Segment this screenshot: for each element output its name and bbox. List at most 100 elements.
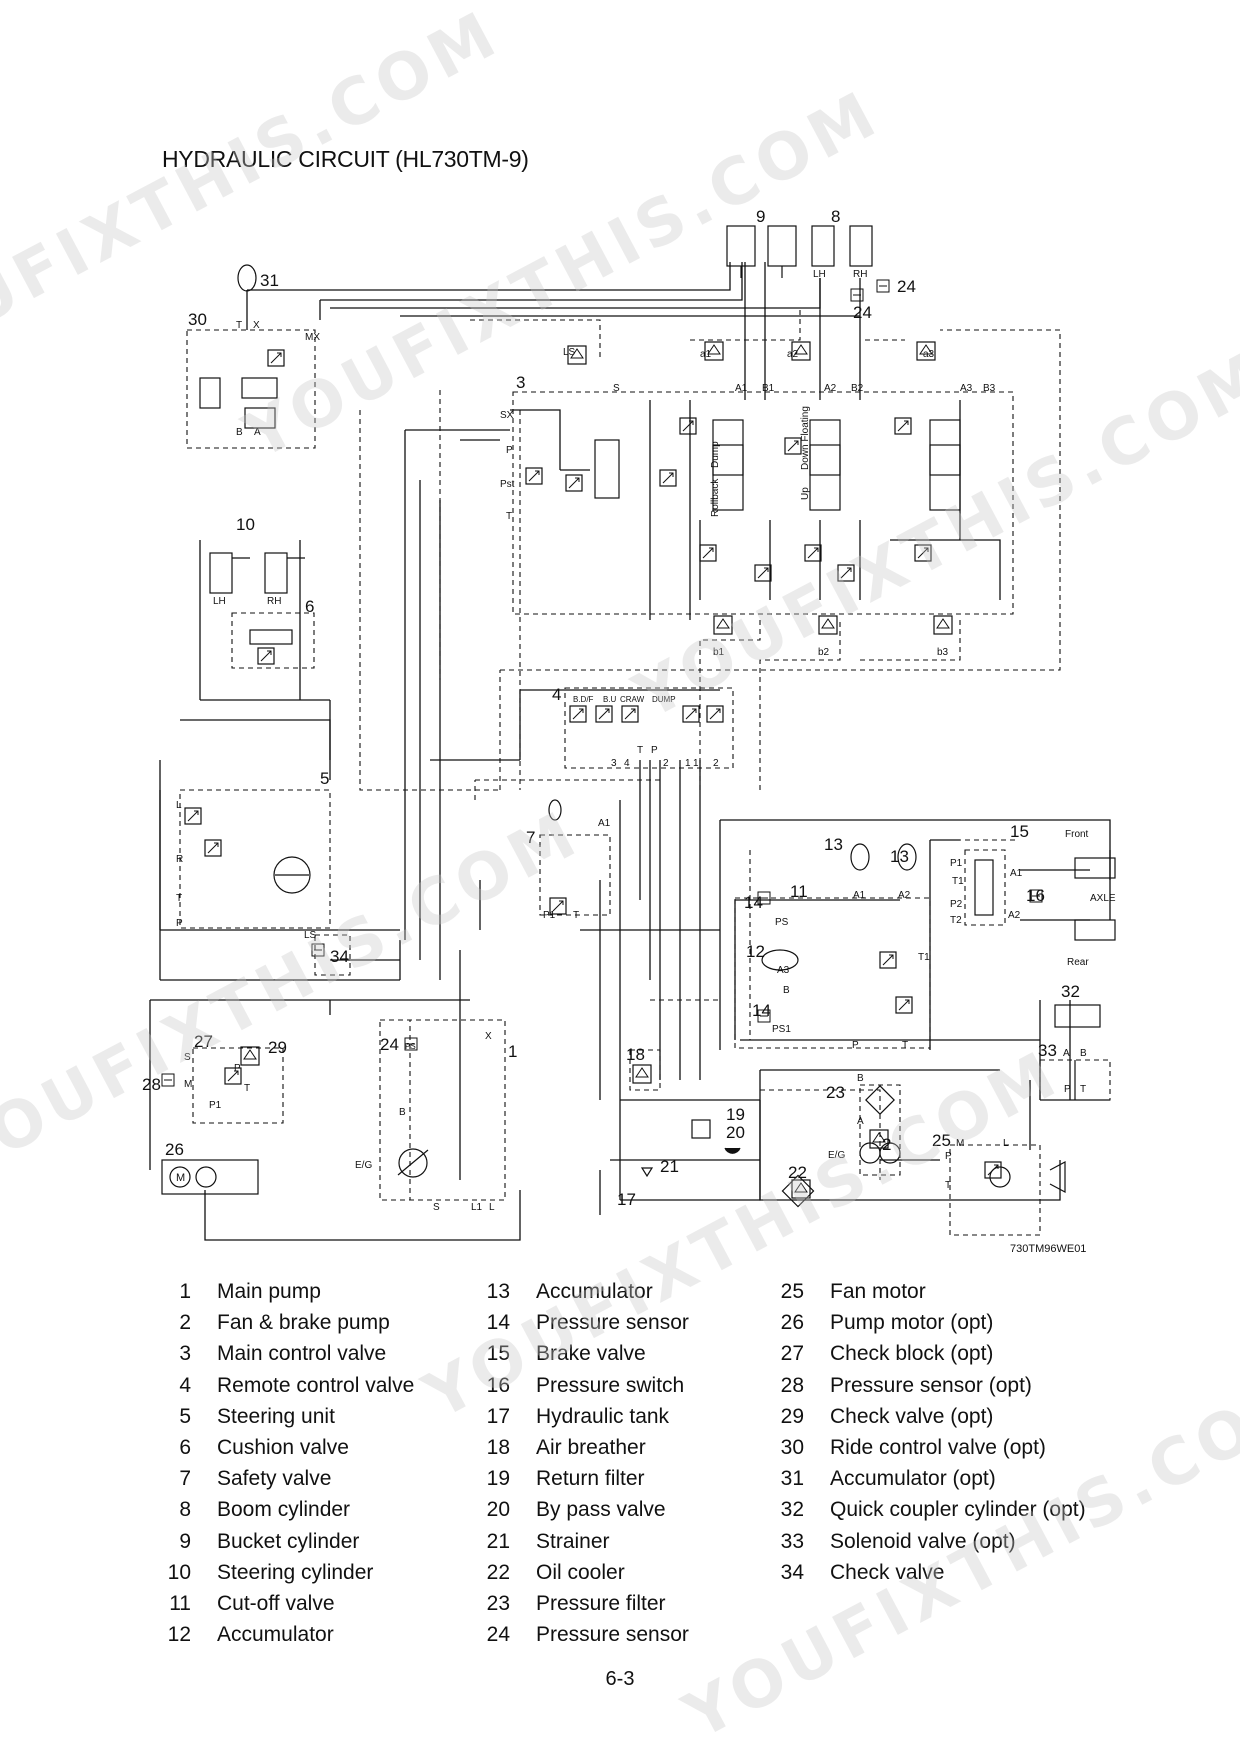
page-title: HYDRAULIC CIRCUIT (HL730TM-9) [162, 146, 529, 173]
label-craw: CRAW [620, 695, 645, 704]
label-p5: P [176, 918, 183, 929]
cushion-valve-box [231, 612, 315, 669]
label-a3-11: A3 [777, 965, 790, 976]
quick-coupler-cylinder [1054, 1004, 1101, 1028]
rear-axle [1074, 919, 1116, 941]
legend-item-label: Strainer [536, 1529, 610, 1553]
label-B2: B2 [851, 383, 864, 394]
legend-item-label: Solenoid valve (opt) [830, 1529, 1016, 1553]
legend-item-label: Steering cylinder [217, 1560, 374, 1584]
fan-motor-box [949, 1144, 1041, 1236]
legend-item-number: 6 [179, 1436, 191, 1460]
label-a3-pilot: a3 [923, 349, 935, 360]
page-number: 6-3 [605, 1668, 635, 1690]
legend-item-number: 5 [179, 1404, 191, 1428]
legend-item-label: Fan motor [830, 1280, 926, 1303]
callout-29: 29 [268, 1038, 287, 1057]
port-labels: LH RH LH RH T X MX B A LS S SX P Pst T a… [176, 269, 1116, 1213]
label-ls3: LS [563, 347, 576, 358]
label-ls5: LS [304, 930, 317, 941]
label-r4-t: T [637, 745, 643, 756]
callout-23: 23 [826, 1083, 845, 1102]
steering-unit-box [179, 789, 331, 929]
label-a33: A [1063, 1048, 1070, 1059]
steering-orbit-motor [273, 856, 311, 894]
legend-item-label: Return filter [536, 1467, 645, 1491]
label-ps24: PS [405, 1042, 416, 1051]
label-a2-15: A2 [1008, 910, 1021, 921]
legend-item-number: 29 [780, 1404, 804, 1428]
callout-15: 15 [1010, 822, 1029, 841]
label-A3: A3 [960, 383, 973, 394]
label-down-floating: Down Floating [800, 406, 811, 470]
callout-34: 34 [330, 947, 349, 966]
accumulator-13b [897, 843, 917, 871]
legend-item-label: Pump motor (opt) [830, 1311, 994, 1335]
label-a2-pilot: a2 [787, 349, 799, 360]
label-r4-4: 4 [624, 758, 630, 769]
label-B1: B1 [762, 383, 775, 394]
component-outlines [179, 329, 1111, 1236]
label-a1-7: A1 [598, 818, 611, 829]
label-dump: Dump [710, 441, 721, 468]
legend-item: 1 Main pump [157, 1276, 414, 1307]
boom-cylinder [811, 225, 873, 267]
label-s1: S [433, 1202, 440, 1213]
label-m25: M [956, 1138, 964, 1149]
legend-item-number: 31 [780, 1467, 804, 1491]
legend-item-label: Main pump [217, 1280, 321, 1303]
air-breather-box [629, 1049, 661, 1091]
label-ps1: PS1 [772, 1024, 791, 1035]
callout-14b: 14 [752, 1001, 771, 1020]
cut-off-valve-box [734, 897, 931, 1049]
legend-item-number: 8 [179, 1498, 191, 1522]
legend-item-number: 1 [179, 1280, 191, 1303]
legend-item-label: Pressure sensor [536, 1623, 689, 1647]
label-bdf: B.D/F [573, 695, 594, 704]
legend-item-number: 4 [179, 1373, 191, 1397]
legend-item-number: 18 [486, 1436, 510, 1460]
legend-item-number: 21 [486, 1529, 510, 1553]
label-bu: B.U [603, 695, 617, 704]
label-dump4: DUMP [652, 695, 676, 704]
legend-item-label: Air breather [536, 1436, 646, 1460]
callout-27: 27 [194, 1032, 213, 1051]
label-r4-2b: 2 [713, 758, 719, 769]
legend-item-number: 27 [780, 1342, 804, 1366]
legend-item-label: Cut-off valve [217, 1592, 335, 1616]
label-a1-pilot: a1 [700, 349, 712, 360]
label-ps11: PS [775, 917, 789, 928]
front-axle [1074, 857, 1116, 879]
label-eg2: E/G [828, 1150, 845, 1161]
label-x1: X [485, 1031, 492, 1042]
steering-cylinder [209, 552, 305, 594]
legend-item-number: 2 [179, 1311, 191, 1335]
component-symbols [161, 225, 1116, 1208]
callout-21: 21 [660, 1157, 679, 1176]
legend-item-number: 7 [179, 1467, 191, 1491]
label-A2: A2 [824, 383, 837, 394]
label-b11: B [783, 985, 790, 996]
callout-3: 3 [516, 373, 525, 392]
label-s27: S [184, 1052, 191, 1063]
legend-item-label: Bucket cylinder [217, 1529, 360, 1553]
label-l1: L [489, 1202, 495, 1213]
label-r4-1: 1 [685, 758, 691, 769]
legend-item-label: Pressure sensor [536, 1311, 689, 1335]
legend-item-number: 26 [780, 1311, 804, 1335]
label-t1-15: T1 [952, 876, 964, 887]
legend-item-number: 17 [486, 1404, 510, 1428]
legend-item: 26 Pump motor (opt) [770, 1307, 1086, 1338]
label-up: Up [800, 487, 811, 500]
legend-item-number: 30 [780, 1436, 804, 1460]
callout-13a: 13 [824, 835, 843, 854]
label-t3: T [506, 511, 512, 522]
legend-item-label: Boom cylinder [217, 1498, 351, 1522]
